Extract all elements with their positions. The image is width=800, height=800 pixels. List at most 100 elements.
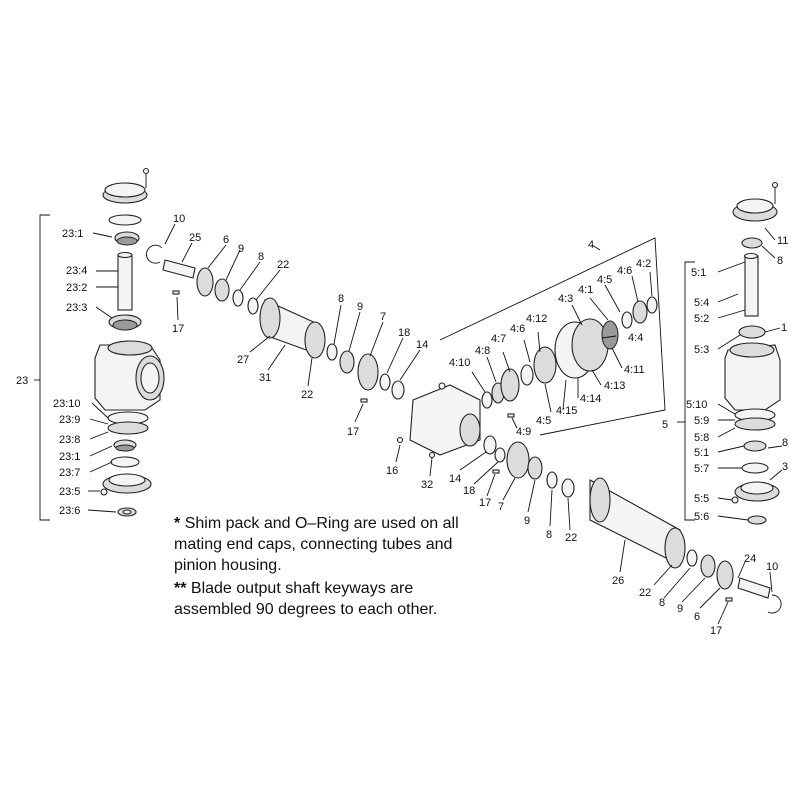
bracket-group-23 [34, 214, 50, 521]
callout: 4:10 [449, 357, 470, 369]
callout: 18 [398, 327, 410, 339]
callout: 4:12 [526, 313, 547, 325]
callout: 4:8 [475, 345, 490, 357]
center-gearbox [396, 382, 481, 459]
callout: 8 [777, 255, 783, 267]
shim-note-marker: * [174, 515, 181, 532]
callout: 11 [777, 235, 788, 247]
shim-note-text: Shim pack and O–Ring are used on all mat… [174, 515, 459, 574]
callout: 17 [347, 426, 359, 438]
shim-note: * Shim pack and O–Ring are used on all m… [174, 513, 464, 576]
callout: 5:4 [694, 297, 709, 309]
callout: 5:7 [694, 463, 709, 475]
callout: 4:5 [597, 274, 612, 286]
callout: 4:1 [578, 284, 593, 296]
right-gearbox-stack [724, 181, 781, 525]
callout: 4:7 [491, 333, 506, 345]
callout: 5:2 [694, 313, 709, 325]
callout: 17 [172, 323, 184, 335]
callout: 7 [498, 501, 504, 513]
callout: 18 [463, 485, 475, 497]
callout: 5:1 [691, 267, 706, 279]
callout: 8 [782, 437, 788, 449]
callouts-lower: 16 14 32 18 17 7 9 8 22 26 22 8 9 6 24 1… [386, 465, 778, 637]
callout: 5:5 [694, 493, 709, 505]
callout: 8 [258, 251, 264, 263]
callout: 17 [479, 497, 491, 509]
lower-shaft-train [483, 435, 782, 614]
callout: 23:1 [62, 228, 83, 240]
callout: 32 [421, 479, 433, 491]
callout: 16 [386, 465, 398, 477]
callout: 5:10 [686, 399, 707, 411]
callout: 23:9 [59, 414, 80, 426]
callout: 17 [710, 625, 722, 637]
callout: 22 [277, 259, 289, 271]
callout: 23:6 [59, 505, 80, 517]
keyway-note-marker: ** [174, 580, 187, 597]
callout: 5:9 [694, 415, 709, 427]
group-label-5: 5 [662, 419, 668, 431]
callout: 5:3 [694, 344, 709, 356]
callouts-upper: 10 25 6 9 8 22 17 27 31 22 8 9 7 18 14 1… [172, 213, 428, 438]
callout: 22 [301, 389, 313, 401]
callout: 5:1 [694, 447, 709, 459]
callout: 4:11 [624, 364, 645, 376]
callout: 31 [259, 372, 271, 384]
callout: 10 [766, 561, 778, 573]
callout: 4:5 [536, 415, 551, 427]
callout: 23:1 [59, 451, 80, 463]
callout: 4:2 [636, 258, 651, 270]
callouts-center: 4 4:3 4:1 4:5 4:6 4:2 4:7 4:6 4:12 4:8 4… [449, 239, 651, 438]
callouts-left: 23:1 23:4 23:2 23:3 23:10 23:9 23:8 23:1… [53, 228, 87, 517]
bracket-group-5 [677, 261, 695, 521]
callout: 23:8 [59, 434, 80, 446]
callout: 3 [782, 461, 788, 473]
callout: 23:3 [66, 302, 87, 314]
callout: 25 [189, 232, 201, 244]
callout: 22 [565, 532, 577, 544]
keyway-note-text: Blade output shaft keyways are assembled… [174, 580, 438, 618]
callout: 26 [612, 575, 624, 587]
callout: 9 [238, 243, 244, 255]
callout: 4:14 [580, 393, 601, 405]
callout: 4:15 [556, 405, 577, 417]
callout: 9 [524, 515, 530, 527]
keyway-note: ** Blade output shaft keyways are assemb… [174, 578, 464, 620]
callout: 8 [338, 293, 344, 305]
bracket-group-4 [439, 237, 666, 436]
callout: 6 [223, 234, 229, 246]
callout: 5:6 [694, 511, 709, 523]
callout: 5:8 [694, 432, 709, 444]
group-label-4: 4 [588, 239, 594, 251]
callout: 4:9 [516, 426, 531, 438]
callout: 23:5 [59, 486, 80, 498]
callout: 22 [639, 587, 651, 599]
callout: 8 [546, 529, 552, 541]
callout: 23:10 [53, 398, 81, 410]
callout: 9 [677, 603, 683, 615]
callout: 6 [694, 611, 700, 623]
callout: 7 [380, 311, 386, 323]
callout: 1 [781, 322, 787, 334]
group-label-23: 23 [16, 375, 28, 387]
callout: 4:6 [510, 323, 525, 335]
leader-lines [87, 223, 783, 625]
callout: 10 [173, 213, 185, 225]
callout: 24 [744, 553, 756, 565]
callout: 23:4 [66, 265, 87, 277]
left-gearbox-stack [94, 167, 165, 517]
callout: 27 [237, 354, 249, 366]
callout: 8 [659, 597, 665, 609]
callout: 14 [449, 473, 461, 485]
callout: 4:6 [617, 265, 632, 277]
callout: 23:2 [66, 282, 87, 294]
callout: 9 [357, 301, 363, 313]
upper-shaft-train [146, 244, 405, 403]
center-gear-train [481, 296, 658, 418]
callout: 4:3 [558, 293, 573, 305]
callout: 14 [416, 339, 428, 351]
callout: 4:13 [604, 380, 625, 392]
